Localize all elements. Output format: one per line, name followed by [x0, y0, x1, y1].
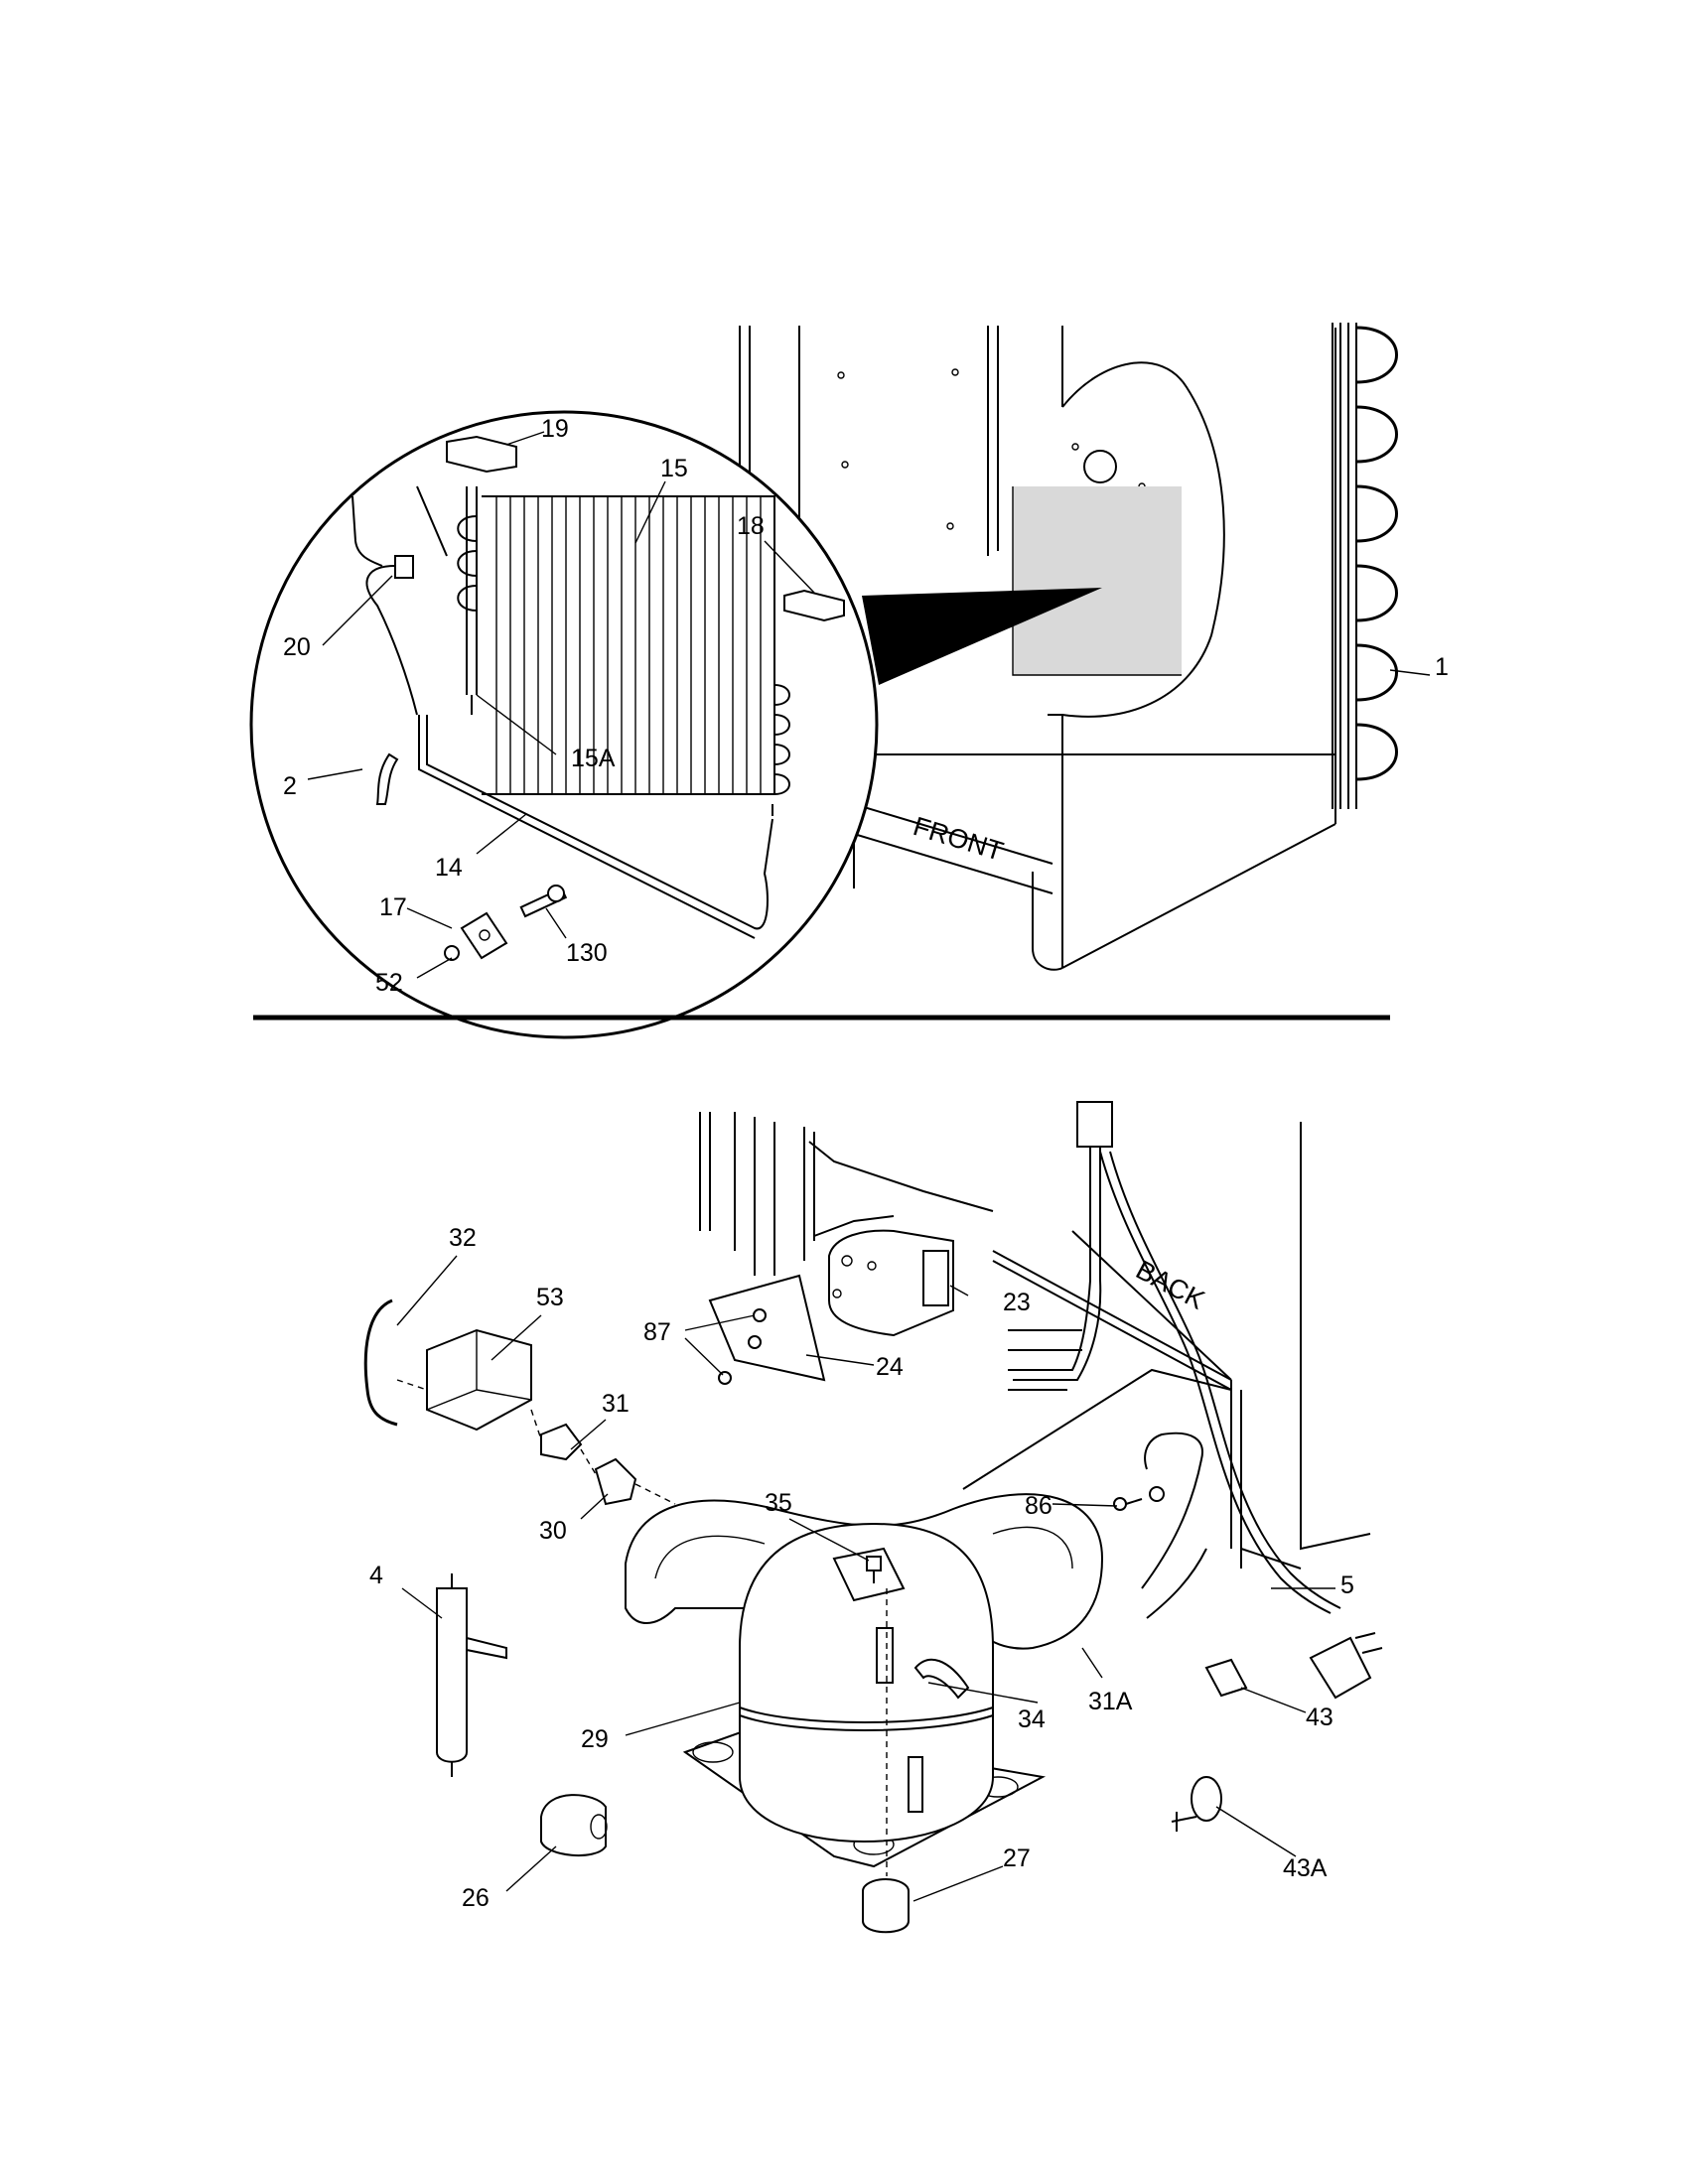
evaporator-mount	[444, 885, 568, 961]
evaporator	[457, 486, 790, 816]
detail-magnifier-circle	[249, 410, 879, 1039]
clip-43a	[1171, 1776, 1222, 1832]
clip-43	[1204, 1658, 1248, 1698]
condenser-coil	[1332, 323, 1398, 809]
defrost-timer	[828, 1229, 954, 1337]
back-label: BACK	[1131, 1255, 1209, 1315]
relay-overload-assembly	[363, 1298, 676, 1506]
callout-86: 86	[1025, 1492, 1052, 1520]
callout-30: 30	[539, 1517, 567, 1545]
top-leader-lines	[307, 431, 1431, 979]
callout-53: 53	[536, 1284, 564, 1311]
part-18-block	[783, 589, 845, 622]
callout-4: 4	[369, 1562, 383, 1589]
callout-15: 15	[660, 455, 688, 482]
defrost-heater	[426, 715, 773, 930]
callout-17: 17	[379, 893, 407, 921]
defrost-limiter	[351, 485, 448, 716]
callout-52: 52	[375, 969, 403, 997]
callout-87: 87	[643, 1318, 671, 1346]
callout-29: 29	[581, 1725, 609, 1753]
callout-5: 5	[1340, 1571, 1354, 1599]
front-label: FRONT	[910, 811, 1007, 867]
screws-87	[718, 1308, 767, 1385]
callout-14: 14	[435, 854, 463, 882]
callout-26: 26	[462, 1884, 490, 1912]
callout-23: 23	[1003, 1289, 1031, 1316]
wiring-harness	[1008, 1101, 1383, 1700]
callout-130: 130	[566, 939, 608, 967]
compressor	[682, 1522, 1047, 1876]
callout-18: 18	[737, 512, 765, 540]
callout-27: 27	[1003, 1844, 1031, 1872]
callout-1: 1	[1435, 653, 1449, 681]
callout-43: 43	[1306, 1704, 1333, 1731]
callout-31: 31	[602, 1390, 630, 1418]
filter-drier	[436, 1573, 507, 1777]
part-19-block	[446, 435, 517, 474]
detail-pointer	[862, 588, 1102, 685]
callout-43a: 43A	[1283, 1854, 1328, 1882]
callout-35: 35	[765, 1489, 792, 1517]
cabinet-outline	[739, 326, 1336, 971]
callout-2: 2	[283, 772, 297, 800]
callout-15a: 15A	[571, 745, 616, 772]
compressor-compartment	[699, 1112, 1371, 1570]
grommet-26	[540, 1794, 608, 1857]
callout-34: 34	[1018, 1706, 1046, 1733]
callout-24: 24	[876, 1353, 904, 1381]
callout-20: 20	[283, 633, 311, 661]
callout-19: 19	[541, 415, 569, 443]
ground-screw-86	[1113, 1486, 1165, 1511]
clip-part	[375, 752, 399, 805]
timer-bracket	[708, 1274, 826, 1382]
callout-31a: 31A	[1088, 1688, 1133, 1715]
callout-32: 32	[449, 1224, 477, 1252]
bushing-27	[862, 1878, 910, 1934]
bottom-leader-lines	[396, 1255, 1335, 1902]
